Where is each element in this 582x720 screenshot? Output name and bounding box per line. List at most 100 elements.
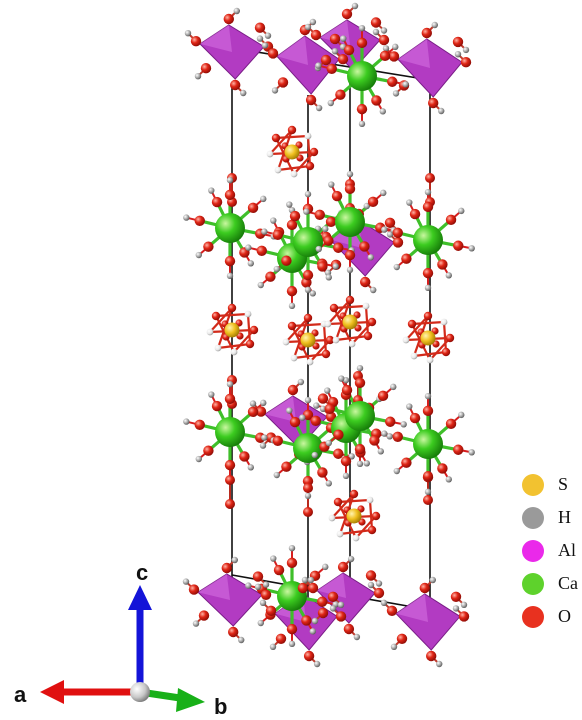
water-hydrogen	[332, 336, 340, 344]
oxygen-atom	[247, 202, 259, 214]
hydrogen-atom	[458, 207, 465, 215]
legend-label-ca: Ca	[558, 573, 578, 593]
hydrogen-atom	[315, 245, 322, 253]
hydrogen-atom	[245, 582, 252, 589]
bond	[292, 150, 316, 176]
hydrogen-atom	[340, 35, 347, 42]
hydrogen-atom	[260, 399, 267, 407]
hydrogen-atom	[231, 556, 238, 564]
hydrogen-atom	[380, 27, 388, 34]
oxygen-atom	[425, 173, 435, 183]
hydrogen-atom	[288, 302, 296, 310]
water-hydrogen	[348, 340, 356, 348]
water-hydrogen	[362, 302, 370, 310]
oxygen-atom	[314, 209, 325, 220]
oxygen-atom	[256, 245, 267, 256]
oxygen-atom	[333, 242, 344, 253]
oxygen-atom	[289, 210, 301, 222]
water-hydrogen	[304, 132, 312, 140]
bond	[330, 492, 356, 520]
hydrogen-atom	[184, 30, 192, 37]
hydrogen-atom	[322, 225, 329, 233]
oxygen-atom	[254, 22, 266, 33]
hydrogen-atom	[325, 480, 332, 487]
hydrogen-atom	[262, 581, 270, 588]
water-oxygen	[445, 333, 455, 343]
oxygen-atom	[224, 393, 236, 405]
bond	[208, 306, 234, 334]
oxygen-atom	[359, 241, 370, 252]
legend-label-s: S	[558, 474, 569, 494]
hydrogen-atom	[331, 48, 339, 55]
water-oxygen	[309, 147, 319, 157]
oxygen-atom	[275, 633, 287, 644]
oxygen-atom	[286, 285, 298, 297]
bond	[246, 312, 252, 346]
oxygen-atom	[320, 54, 332, 66]
oxygen-atom	[317, 467, 328, 478]
hydrogen-atom	[458, 411, 465, 419]
oxygen-atom	[453, 444, 464, 455]
hydrogen-atom	[309, 290, 316, 297]
oxygen-atom	[302, 475, 314, 487]
hydrogen-atom	[183, 214, 190, 221]
oxygen-atom	[396, 633, 408, 644]
al-octahedron-face	[277, 36, 308, 65]
oxygen-atom	[437, 259, 448, 270]
oxygen-atom	[370, 17, 382, 28]
oxygen-atom	[228, 626, 239, 638]
water-hydrogen	[230, 348, 238, 356]
oxygen-atom	[409, 412, 421, 424]
hydrogen-atom	[307, 576, 315, 584]
hydrogen-atom	[313, 660, 321, 668]
hydrogen-atom	[381, 430, 388, 437]
hydrogen-atom	[377, 448, 384, 455]
c-axis-arrow-icon	[128, 585, 152, 610]
oxygen-atom	[423, 471, 433, 481]
hydrogen-atom	[270, 217, 277, 224]
oxygen-atom	[377, 390, 389, 402]
oxygen-atom	[331, 190, 343, 202]
hydrogen-atom	[424, 488, 432, 496]
water-hydrogen	[266, 150, 274, 158]
hydrogen-atom	[392, 43, 399, 51]
hydrogen-atom	[261, 42, 269, 49]
oxygen-atom	[450, 591, 462, 602]
hydrogen-atom	[183, 418, 190, 425]
hydrogen-atom	[346, 170, 354, 178]
hydrogen-atom	[260, 195, 267, 203]
legend-item-h: H	[522, 505, 582, 531]
water-oxygen	[367, 525, 377, 535]
calcium-atom	[345, 401, 375, 431]
hydrogen-atom	[468, 245, 475, 252]
legend-label-o: O	[558, 606, 571, 626]
hydrogen-atom	[309, 18, 317, 26]
water-hydrogen	[282, 338, 290, 346]
water-oxygen	[441, 347, 451, 357]
oxygen-atom	[198, 610, 210, 621]
hydrogen-atom	[346, 266, 354, 274]
hydrogen-atom	[424, 284, 432, 292]
oxygen-atom	[252, 571, 264, 582]
water-oxygen	[249, 325, 259, 335]
legend-item-o: O	[522, 604, 582, 630]
hydrogen-atom	[313, 402, 320, 409]
hydrogen-atom	[342, 472, 350, 480]
sulfur-atom	[346, 508, 362, 524]
hydrogen-atom	[429, 576, 436, 584]
oxygen-atom	[385, 416, 396, 427]
calcium-atom	[413, 225, 443, 255]
oxygen-atom	[310, 415, 321, 426]
oxygen-atom	[224, 459, 236, 471]
bond	[442, 320, 448, 354]
hydrogen-atom	[402, 81, 409, 88]
calcium-atom	[215, 417, 245, 447]
legend-label-al: Al	[558, 540, 576, 560]
oxygen-atom	[379, 50, 391, 62]
hydrogen-atom	[309, 628, 316, 635]
water-hydrogen	[290, 170, 298, 178]
oxygen-atom	[422, 405, 434, 417]
hydrogen-atom	[338, 375, 345, 382]
oxygen-atom	[317, 596, 328, 607]
